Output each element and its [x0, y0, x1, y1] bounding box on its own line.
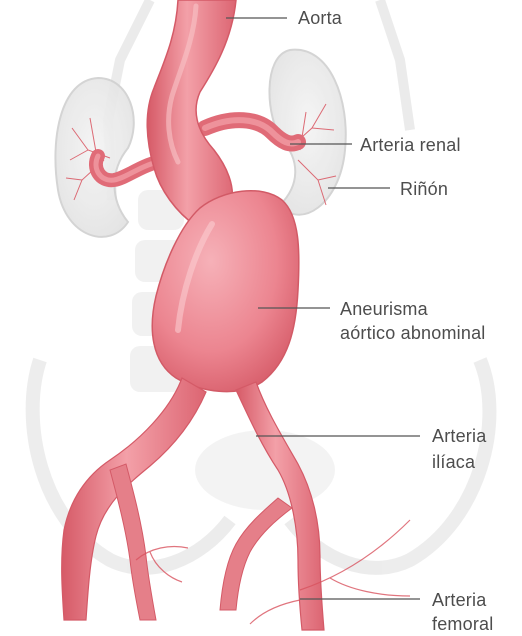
aneurysm-label-line2: aórtico abnominal: [340, 321, 485, 345]
kidney-label: Riñón: [400, 177, 448, 201]
iliac-label-line2: ilíaca: [432, 450, 475, 474]
aneurysm-label-line1: Aneurisma: [340, 297, 428, 321]
iliac-label-line1: Arteria: [432, 424, 486, 448]
renal-artery-label: Arteria renal: [360, 133, 461, 157]
femoral-label-line1: Arteria: [432, 588, 486, 612]
iliac-arteries: [62, 378, 324, 630]
aorta-label: Aorta: [298, 6, 342, 30]
femoral-label-line2: femoral: [432, 612, 493, 636]
